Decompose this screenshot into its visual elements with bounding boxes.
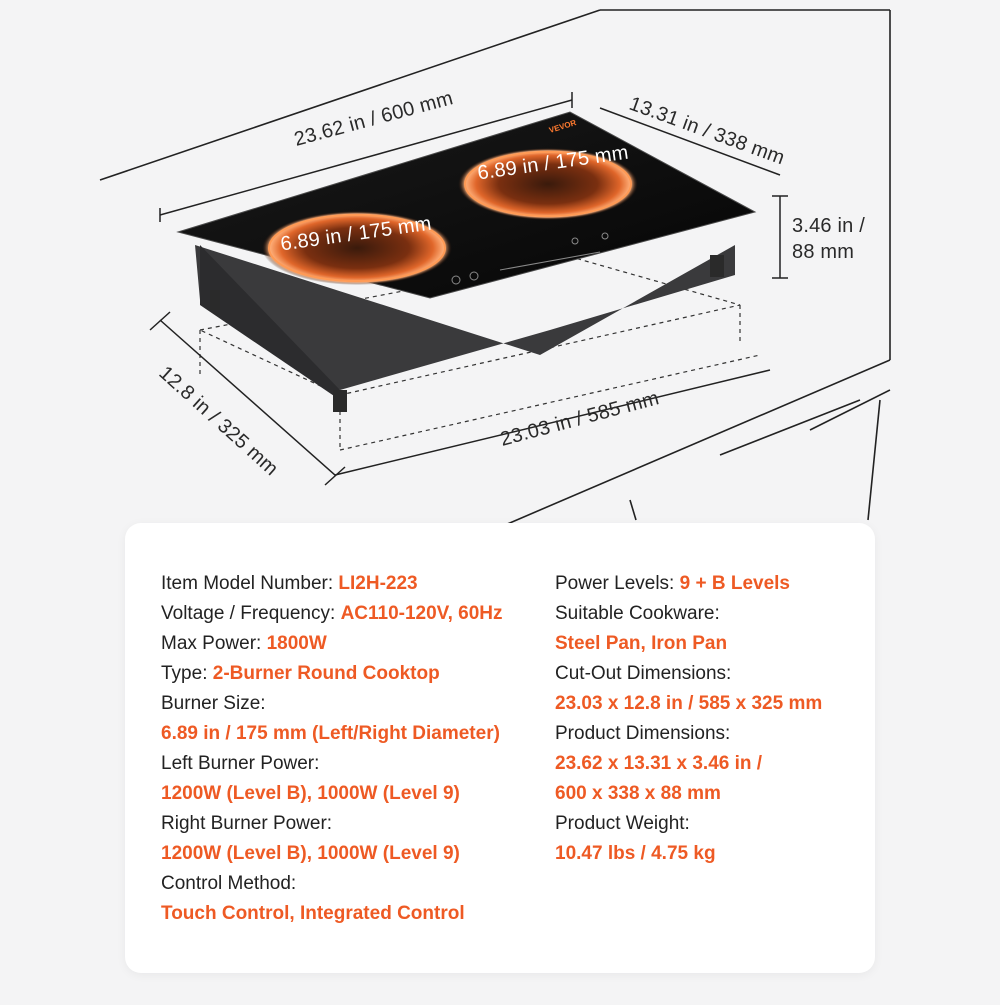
spec-label: Right Burner Power: bbox=[161, 813, 333, 834]
spec-value: AC110-120V, 60Hz bbox=[340, 603, 503, 624]
spec-line: Right Burner Power: bbox=[161, 809, 503, 839]
spec-line: Product Weight: bbox=[555, 809, 822, 839]
spec-label: Voltage / Frequency: bbox=[161, 603, 341, 624]
spec-line: 600 x 338 x 88 mm bbox=[555, 779, 822, 809]
spec-value: 23.62 x 13.31 x 3.46 in / bbox=[555, 753, 763, 774]
spec-value: 9 + B Levels bbox=[679, 573, 790, 594]
cooktop-body bbox=[195, 245, 735, 412]
spec-line: Control Method: bbox=[161, 869, 503, 899]
spec-label: Type: bbox=[161, 663, 213, 684]
spec-value: 600 x 338 x 88 mm bbox=[555, 783, 721, 804]
spec-label: Item Model Number: bbox=[161, 573, 339, 594]
spec-value: LI2H-223 bbox=[338, 573, 418, 594]
left-burner bbox=[262, 211, 452, 285]
spec-line: Burner Size: bbox=[161, 689, 503, 719]
spec-line: 10.47 lbs / 4.75 kg bbox=[555, 839, 822, 869]
spec-label: Suitable Cookware: bbox=[555, 603, 720, 624]
right-burner bbox=[458, 148, 638, 220]
spec-value: Steel Pan, Iron Pan bbox=[555, 633, 728, 654]
spec-value: Touch Control, Integrated Control bbox=[161, 903, 465, 924]
spec-label: Left Burner Power: bbox=[161, 753, 320, 774]
spec-line: Power Levels: 9 + B Levels bbox=[555, 569, 822, 599]
spec-line: Voltage / Frequency: AC110-120V, 60Hz bbox=[161, 599, 503, 629]
height-label-line2: 88 mm bbox=[792, 241, 855, 263]
spec-line: 1200W (Level B), 1000W (Level 9) bbox=[161, 839, 503, 869]
spec-line: Touch Control, Integrated Control bbox=[161, 899, 503, 929]
dimension-lines bbox=[159, 92, 788, 279]
spec-line: 23.62 x 13.31 x 3.46 in / bbox=[555, 749, 822, 779]
spec-value: 6.89 in / 175 mm (Left/Right Diameter) bbox=[161, 723, 500, 744]
spec-label: Max Power: bbox=[161, 633, 267, 654]
spec-line: Cut-Out Dimensions: bbox=[555, 659, 822, 689]
cutout-outline bbox=[149, 311, 771, 486]
spec-label: Product Weight: bbox=[555, 813, 690, 834]
spec-label: Control Method: bbox=[161, 873, 297, 894]
spec-value: 1800W bbox=[266, 633, 327, 654]
touch-control-panel bbox=[451, 232, 609, 285]
spec-value: 1200W (Level B), 1000W (Level 9) bbox=[161, 843, 460, 864]
countertop-lines bbox=[99, 9, 891, 541]
spec-line: Product Dimensions: bbox=[555, 719, 822, 749]
spec-line: 1200W (Level B), 1000W (Level 9) bbox=[161, 779, 503, 809]
spec-line: 6.89 in / 175 mm (Left/Right Diameter) bbox=[161, 719, 503, 749]
spec-value: 10.47 lbs / 4.75 kg bbox=[555, 843, 716, 864]
spec-line: Left Burner Power: bbox=[161, 749, 503, 779]
spec-label: Burner Size: bbox=[161, 693, 266, 714]
spec-value: 23.03 x 12.8 in / 585 x 325 mm bbox=[555, 693, 823, 714]
spec-label: Product Dimensions: bbox=[555, 723, 731, 744]
spec-line: Item Model Number: LI2H-223 bbox=[161, 569, 503, 599]
spec-value: 2-Burner Round Cooktop bbox=[212, 663, 440, 684]
spec-label: Power Levels: bbox=[555, 573, 680, 594]
spec-value: 1200W (Level B), 1000W (Level 9) bbox=[161, 783, 460, 804]
spec-label: Cut-Out Dimensions: bbox=[555, 663, 732, 684]
height-label-line1: 3.46 in / bbox=[792, 215, 865, 237]
spec-line: Max Power: 1800W bbox=[161, 629, 503, 659]
spec-line: Suitable Cookware: bbox=[555, 599, 822, 629]
spec-line: Type: 2-Burner Round Cooktop bbox=[161, 659, 503, 689]
spec-line: 23.03 x 12.8 in / 585 x 325 mm bbox=[555, 689, 822, 719]
spec-line: Steel Pan, Iron Pan bbox=[555, 629, 822, 659]
